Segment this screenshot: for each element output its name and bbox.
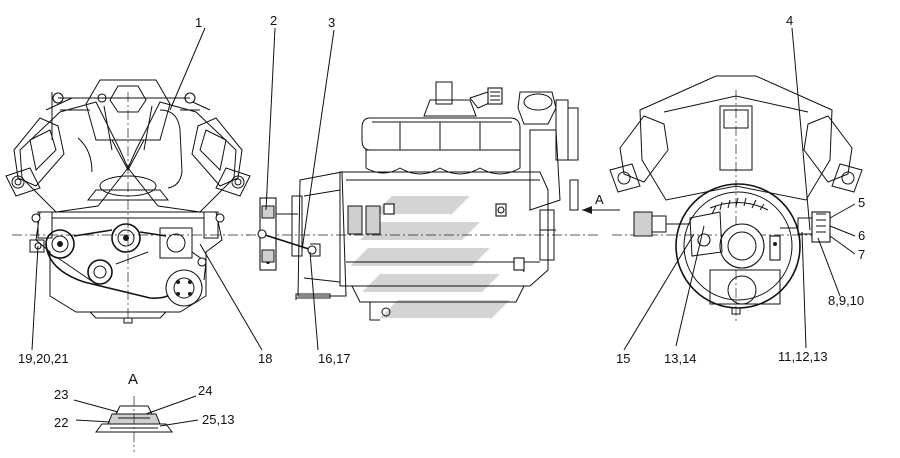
view-a-detail [95, 396, 173, 452]
callout-25-13: 25,13 [202, 412, 235, 427]
callout-3: 3 [328, 15, 336, 30]
callout-1: 1 [195, 15, 203, 30]
callout-8-9-10: 8,9,10 [828, 293, 865, 308]
callout-2: 2 [270, 13, 278, 28]
callout-6: 6 [858, 228, 866, 243]
callout-18: 18 [258, 351, 273, 366]
view-arrow-label: A [595, 192, 604, 207]
callout-16-17: 16,17 [318, 351, 351, 366]
callout-7: 7 [858, 247, 866, 262]
callout-5: 5 [858, 195, 866, 210]
callout-19-20-21: 19,20,21 [18, 351, 69, 366]
front-view-engine [5, 79, 251, 324]
callout-11-12-13: 11,12,13 [778, 349, 828, 364]
callout-15: 15 [616, 351, 631, 366]
callout-4: 4 [786, 13, 794, 28]
callout-22: 22 [54, 415, 69, 430]
callout-24: 24 [198, 383, 213, 398]
callout-13-14: 13,14 [664, 351, 697, 366]
side-view-engine [246, 81, 620, 321]
leader-lines [31, 27, 856, 427]
callout-23: 23 [54, 387, 69, 402]
view-a-label: A [128, 371, 139, 388]
rear-view-engine [609, 75, 863, 322]
